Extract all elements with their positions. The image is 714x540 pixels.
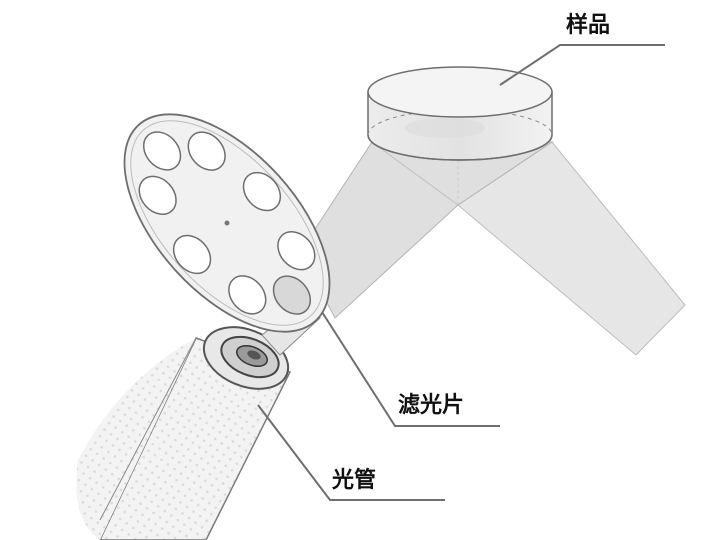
incident-beam bbox=[299, 141, 554, 319]
sample-cylinder bbox=[367, 66, 553, 161]
sample-leader-line bbox=[499, 44, 665, 86]
light-tube-label: 光管 bbox=[332, 468, 377, 493]
filter-label: 滤光片 bbox=[398, 393, 465, 418]
sample-label: 样品 bbox=[566, 13, 611, 38]
light-tube bbox=[76, 326, 292, 540]
light-tube-leader-line bbox=[257, 404, 445, 501]
filter-wheel bbox=[123, 113, 331, 333]
filter-leader-line bbox=[321, 311, 500, 427]
